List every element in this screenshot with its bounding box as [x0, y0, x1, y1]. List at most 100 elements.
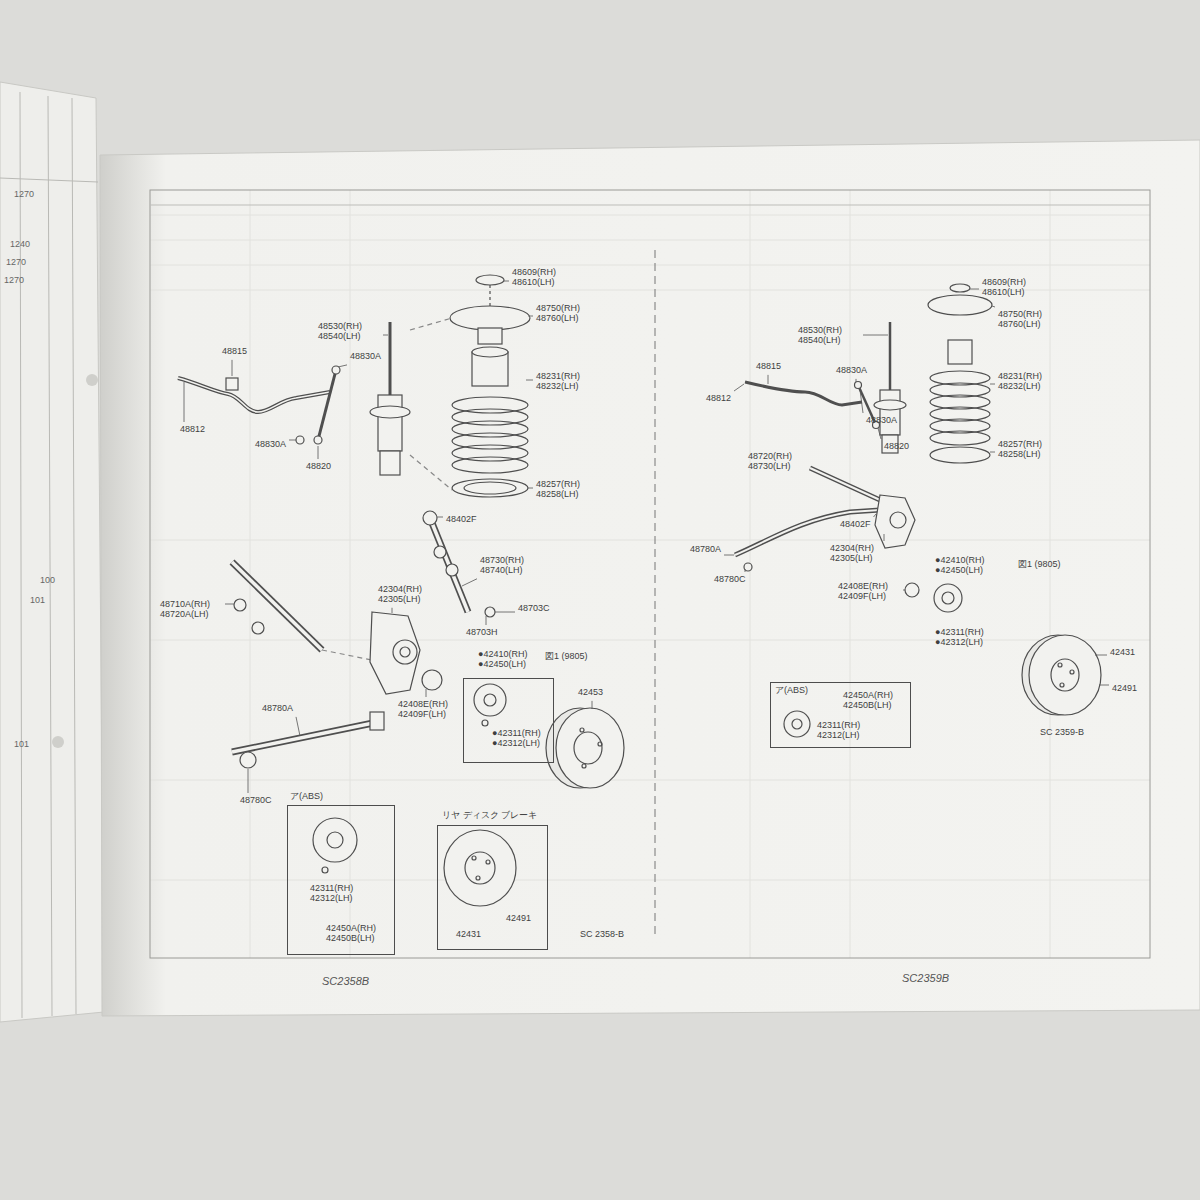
part-number: 48830A [350, 352, 381, 362]
part-number: 48257(RH) 48258(LH) [998, 440, 1060, 460]
left-suspension-drawing-part [322, 867, 328, 873]
left-suspension-drawing-part [389, 322, 392, 395]
right-suspension-drawing-part [855, 382, 862, 389]
left-suspension-drawing-part [452, 445, 528, 461]
left-suspension-drawing-part [296, 436, 304, 444]
part-number: 42311(RH) 42312(LH) [310, 884, 372, 904]
left-suspension-drawing-part [489, 285, 490, 306]
right-suspension-drawing-part [889, 322, 892, 390]
right-suspension-drawing-part [792, 719, 802, 729]
left-suspension-drawing-part [178, 378, 330, 412]
left-suspension-drawing-part [446, 564, 458, 576]
left-suspension-drawing-part [232, 562, 322, 650]
right-suspension-drawing-part [905, 583, 919, 597]
part-number: 48780A [262, 704, 293, 714]
left-suspension-drawing-part [313, 818, 357, 862]
paper-part [0, 82, 104, 1022]
part-number: 42450A(RH) 42450B(LH) [326, 924, 388, 944]
part-number: 48820 [306, 462, 331, 472]
left-suspension-drawing-part [410, 318, 452, 330]
left-suspension-drawing-part [484, 694, 496, 706]
part-number: 42431 [1110, 648, 1135, 658]
table-cell: 1240 [10, 240, 30, 250]
left-suspension-drawing-part [472, 856, 476, 860]
part-number: 48730(RH) 48740(LH) [480, 556, 542, 576]
left-suspension-drawing-part [444, 830, 516, 906]
leader-line [990, 452, 995, 453]
part-number: 48231(RH) 48232(LH) [998, 372, 1060, 392]
left-suspension-drawing-part [232, 562, 322, 650]
leader-line [526, 380, 533, 381]
part-number: 48830A [866, 416, 897, 426]
part-number: 48820 [884, 442, 909, 452]
left-suspension-drawing-part [464, 482, 516, 494]
left-suspension-drawing-part [226, 378, 238, 390]
part-number: ●42410(RH) ●42450(LH) [478, 650, 540, 670]
right-suspension-drawing-part [928, 295, 992, 315]
part-number: 48720(RH) 48730(LH) [748, 452, 810, 472]
leader-line [970, 289, 979, 290]
leader-line [903, 590, 905, 591]
part-number: ●42311(RH) ●42312(LH) [492, 729, 553, 749]
figure-frame-part [150, 190, 1150, 958]
left-suspension-drawing-part [232, 722, 378, 752]
part-number: 図1 (9805) [545, 652, 588, 662]
left-suspension-drawing-part [478, 328, 502, 344]
left-suspension-drawing-part [452, 433, 528, 449]
page-grid-part [150, 880, 1150, 881]
leader-line [318, 446, 319, 459]
page-grid [150, 190, 1150, 958]
page-grid-part [150, 240, 1150, 241]
part-number: 42450A(RH) 42450B(LH) [843, 691, 905, 711]
left-suspension-drawing-part [430, 518, 468, 612]
part-number: 48780C [714, 575, 746, 585]
right-suspension-drawing-part [930, 431, 990, 445]
left-suspension-drawing-part [452, 457, 528, 473]
leader-line [504, 281, 509, 282]
part-number: 48703H [466, 628, 498, 638]
left-suspension-drawing-part [240, 752, 256, 768]
page-grid-part [750, 190, 751, 958]
page-grid-part [150, 540, 1150, 541]
part-number: 図1 (9805) [1018, 560, 1061, 570]
left-suspension-drawing-part [474, 684, 506, 716]
left-suspension-drawing-part [485, 607, 495, 617]
leader-line [990, 384, 995, 385]
part-number: 48402F [840, 520, 871, 530]
leader-line [992, 306, 995, 307]
leader-line [296, 717, 300, 736]
leader-line [1095, 655, 1107, 656]
part-number: 48402F [446, 515, 477, 525]
left-suspension-drawing-part [465, 852, 495, 884]
left-suspension-drawing-part [476, 876, 480, 880]
right-suspension-drawing-part [784, 711, 810, 737]
leader-line [860, 390, 863, 413]
inset-box: リヤ ディスク ブレーキ4249142431 [437, 825, 548, 950]
part-number: 48609(RH) 48610(LH) [512, 268, 574, 288]
part-number: 42491 [506, 914, 531, 924]
part-number: 48780A [690, 545, 721, 555]
part-number: 42408E(RH) 42409F(LH) [838, 582, 900, 602]
page-grid-part [850, 190, 851, 958]
table-cell: 1270 [14, 190, 34, 200]
leader-line [248, 769, 249, 793]
right-suspension-drawing-part [890, 512, 906, 528]
page-grid-part [1050, 190, 1051, 958]
table-cell: 1270 [4, 276, 24, 286]
right-suspension-drawing-part [930, 447, 990, 463]
right-suspension-drawing-part [880, 390, 900, 435]
figure-code: SC2359B [902, 972, 949, 984]
part-number: 42408E(RH) 42409F(LH) [398, 700, 460, 720]
right-suspension-drawing-part [810, 468, 880, 500]
right-suspension-drawing-part [950, 284, 970, 292]
left-suspension-drawing-part [476, 275, 504, 285]
right-suspension-drawing-part [1060, 683, 1064, 687]
part-number: 48830A [255, 440, 286, 450]
leader-line [486, 616, 487, 625]
leader-line [462, 579, 477, 586]
leader-line [392, 608, 393, 613]
part-number: 48815 [756, 362, 781, 372]
left-suspension-drawing-part [580, 728, 584, 732]
right-suspension-drawing [735, 284, 1101, 737]
right-suspension-drawing-part [1058, 663, 1062, 667]
